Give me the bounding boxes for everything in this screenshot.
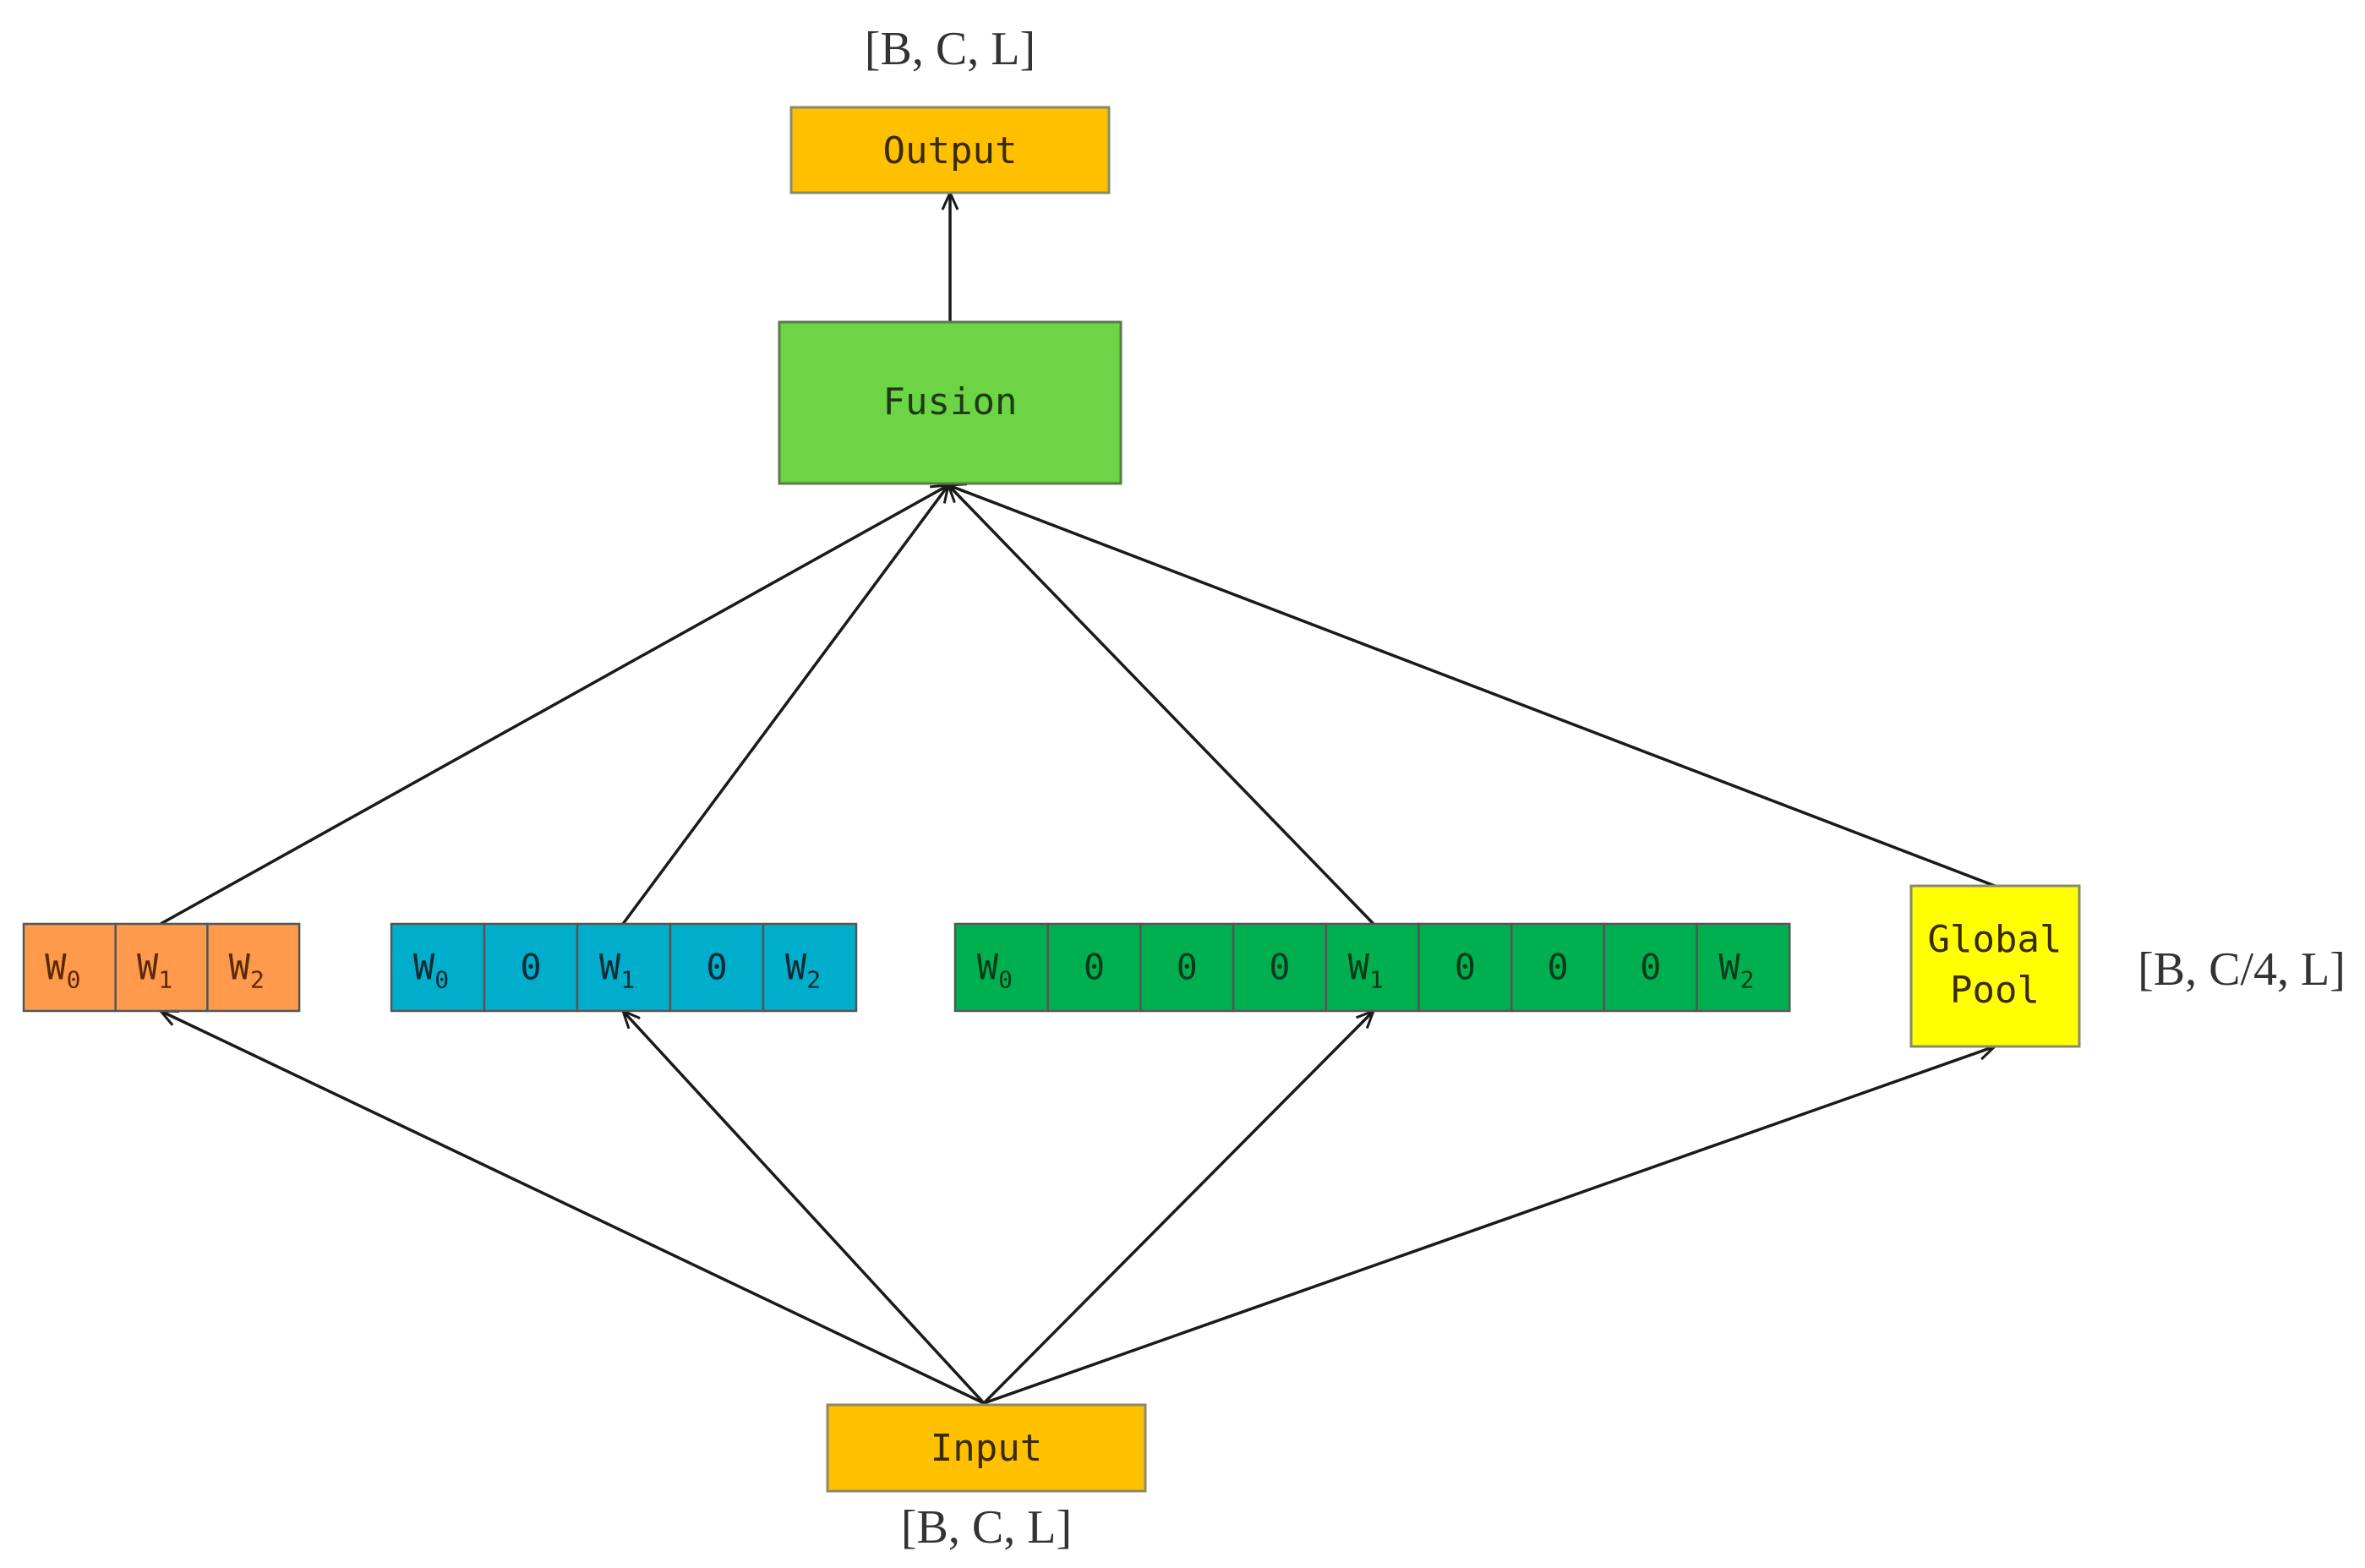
- kernel-cell-box: [1696, 922, 1791, 1013]
- kernel-cell: W2: [1696, 922, 1791, 1013]
- input-label: Input: [931, 1427, 1042, 1470]
- kernel-cell-subscript: 2: [250, 966, 265, 994]
- fusion-node: Fusion: [778, 320, 1122, 485]
- kernel-cell-label: 0: [1640, 947, 1661, 988]
- kernel-cell: W1: [576, 922, 672, 1013]
- kernel-cell: 0: [1046, 922, 1142, 1013]
- output-node: Output: [789, 106, 1111, 194]
- input-node: Input: [826, 1403, 1147, 1493]
- kernel-cell-box: [953, 922, 1049, 1013]
- kernel-cell: W2: [762, 922, 858, 1013]
- kernel-cell-label: W2: [1718, 947, 1754, 994]
- kernel-cell-box: [1046, 922, 1142, 1013]
- edge-input-to-orange: [161, 1009, 985, 1405]
- kernel-cell: W1: [114, 922, 209, 1013]
- global-pool-label-line2: Pool: [1950, 969, 2040, 1012]
- kernel-cell-label: 0: [1177, 947, 1198, 988]
- kernel-cell-box: [22, 922, 117, 1013]
- edge-orange-to-fusion: [160, 485, 948, 926]
- kernel-cell-label: 0: [1269, 947, 1290, 988]
- kernel-cell: 0: [1417, 922, 1513, 1013]
- kernel-cell: W2: [206, 922, 301, 1013]
- kernel-cell-box: [206, 922, 301, 1013]
- kernel-cell-box: [390, 922, 486, 1013]
- kernel-cell: 0: [1139, 922, 1235, 1013]
- kernel-cell-subscript: 2: [1740, 966, 1755, 994]
- kernel-cell-box: [1232, 922, 1328, 1013]
- kernel-cell-box: [1603, 922, 1698, 1013]
- kernel-cell-box: [1139, 922, 1235, 1013]
- fusion-box: [778, 320, 1122, 485]
- kernel-cell-box: [576, 922, 672, 1013]
- input-box: [826, 1403, 1147, 1493]
- output-box: [789, 106, 1111, 194]
- global-pool-label-line1: Global: [1928, 918, 2062, 961]
- kernel-cell-subscript: 1: [1369, 966, 1384, 994]
- kernel-cell-label: 0: [1547, 947, 1568, 988]
- kernel-cell: 0: [1232, 922, 1328, 1013]
- kernel-cell-box: [483, 922, 579, 1013]
- edges: [160, 193, 1996, 1405]
- kernel-cell: 0: [669, 922, 765, 1013]
- kernel-cell: W1: [1325, 922, 1420, 1013]
- kernel-cell-label: 0: [706, 947, 727, 988]
- kernel-cell-subscript: 0: [67, 966, 81, 994]
- kernel-cell-label: 0: [520, 947, 541, 988]
- fusion-label: Fusion: [883, 380, 1018, 423]
- kernel-cell-box: [1325, 922, 1420, 1013]
- global-pool-box: [1909, 884, 2081, 1048]
- edge-blue-to-fusion: [621, 485, 948, 926]
- output-label: Output: [883, 129, 1018, 172]
- kernel-cell-label: 0: [1455, 947, 1476, 988]
- output-shape-label: [B, C, L]: [865, 23, 1035, 75]
- input-shape-label: [B, C, L]: [901, 1501, 1072, 1554]
- edge-global-pool-to-fusion: [948, 485, 1996, 888]
- kernel-cell: W0: [22, 922, 117, 1013]
- kernel-cell-subscript: 0: [998, 966, 1013, 994]
- kernel-cell-subscript: 2: [806, 966, 821, 994]
- kernel-cell-box: [669, 922, 765, 1013]
- kernel-cell: W0: [953, 922, 1049, 1013]
- kernel-cell-subscript: 0: [434, 966, 449, 994]
- kernel-cell: 0: [1603, 922, 1698, 1013]
- kernel-cell: 0: [1510, 922, 1606, 1013]
- kernel-cell: W0: [390, 922, 486, 1013]
- kernel-cell-subscript: 1: [620, 966, 635, 994]
- kernel-cell-label: 0: [1084, 947, 1105, 988]
- edge-input-to-blue: [623, 1011, 986, 1405]
- edge-input-to-global-pool: [983, 1046, 1995, 1405]
- pool-shape-label: [B, C/4, L]: [2138, 943, 2346, 996]
- kernel-cell-box: [114, 922, 209, 1013]
- kernel-cell-subscript: 1: [158, 966, 172, 994]
- edge-green-to-fusion: [948, 485, 1375, 926]
- kernel-cell-box: [762, 922, 858, 1013]
- edge-input-to-green: [982, 1011, 1374, 1405]
- global-pool-node: Global Pool: [1909, 884, 2081, 1048]
- kernel-cell: 0: [483, 922, 579, 1013]
